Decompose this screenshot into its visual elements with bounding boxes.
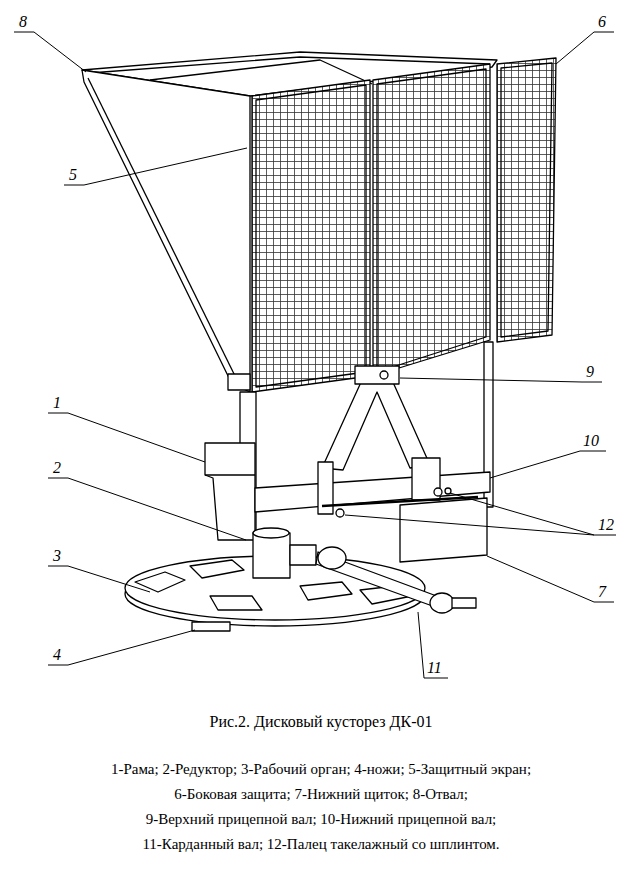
knife-holder <box>190 560 244 578</box>
art-part <box>82 52 556 631</box>
leader-line <box>400 378 602 382</box>
panel-frame <box>256 85 366 387</box>
blade-bracket <box>228 374 250 390</box>
parts-list-line: 11-Карданный вал; 12-Палец такелажный со… <box>0 835 642 853</box>
gearbox <box>253 533 290 578</box>
leader-line <box>450 493 594 535</box>
frame-line <box>205 474 255 475</box>
callout-number: 12 <box>598 515 614 534</box>
leader-line <box>48 478 246 540</box>
knife-holder <box>300 582 352 600</box>
callout-number: 8 <box>19 12 27 31</box>
upper-pin-block <box>355 366 399 384</box>
mesh-panel <box>373 64 490 376</box>
callout-number: 6 <box>598 12 606 31</box>
cardan-boot <box>318 547 346 569</box>
leader-line <box>487 556 614 602</box>
callout-number: 11 <box>427 658 442 677</box>
knife <box>192 622 230 631</box>
art-part <box>14 32 616 678</box>
leader-line <box>48 413 205 462</box>
knife-holder <box>135 572 185 592</box>
callout-number: 4 <box>53 645 61 664</box>
gearbox-flange <box>290 545 316 565</box>
blade-sheet <box>82 70 250 392</box>
knife-holder <box>210 596 262 610</box>
side-guard <box>497 58 556 342</box>
upper-pin <box>380 371 388 379</box>
pin <box>336 509 344 517</box>
figure-caption: Рис.2. Дисковый кусторез ДК-01 <box>0 712 642 731</box>
callout-number: 10 <box>583 431 599 450</box>
leader-line <box>14 32 86 72</box>
callout-number: 9 <box>586 362 594 381</box>
hitch-aframe <box>322 380 430 470</box>
leader-line <box>418 612 448 678</box>
top-frame-bar <box>150 60 372 84</box>
leader-line <box>556 32 614 64</box>
side-guard-frame <box>501 63 552 337</box>
callout-number: 1 <box>53 393 61 412</box>
callout-number: 5 <box>69 165 77 184</box>
leader-line <box>345 515 616 535</box>
callout-number: 7 <box>598 582 606 601</box>
leader-line <box>48 630 195 665</box>
leader-line <box>64 148 247 185</box>
pin <box>434 488 442 496</box>
leader-line <box>490 451 606 478</box>
cardan-end <box>452 598 476 608</box>
gearbox-top <box>253 528 289 538</box>
callout-number: 3 <box>53 546 61 565</box>
blade-edge <box>88 78 238 382</box>
frame-hopper <box>205 443 255 540</box>
cardan-yoke <box>430 593 454 613</box>
parts-list-line: 6-Боковая защита; 7-Нижний щиток; 8-Отва… <box>0 785 642 803</box>
leader-line <box>48 566 150 592</box>
parts-list-line: 9-Верхний прицепной вал; 10-Нижний прице… <box>0 810 642 828</box>
mesh-panel <box>252 80 370 392</box>
top-frame-bar <box>90 57 490 73</box>
panel-frame <box>377 69 486 372</box>
parts-list-line: 1-Рама; 2-Редуктор; 3-Рабочий орган; 4-н… <box>0 760 642 778</box>
callout-number: 2 <box>53 458 61 477</box>
lower-shield <box>400 498 487 562</box>
